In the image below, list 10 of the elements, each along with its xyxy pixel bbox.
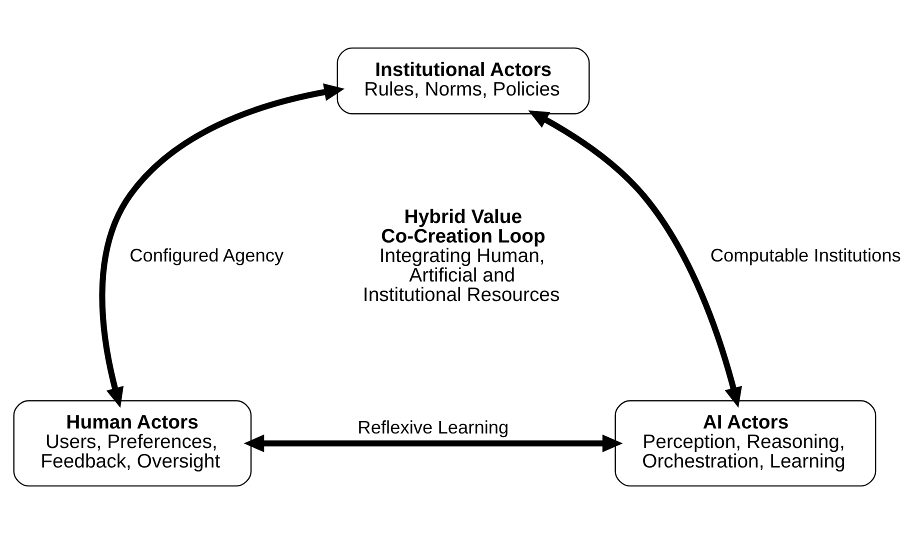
arrow (528, 110, 742, 408)
node-box: AI Actors Perception, Reasoning, Orchestration, Learning (614, 400, 876, 486)
edge-label: Computable Institutions (710, 244, 900, 266)
arrow (98, 82, 344, 408)
edge-label: Configured Agency (129, 244, 284, 266)
node-box: Institutional Actors Rules, Norms, Policies (336, 46, 590, 114)
arrow (243, 434, 622, 452)
label: Hybrid Value Co-Creation Loop (380, 205, 545, 247)
edge-label: Reflexive Learning (357, 416, 508, 438)
node-box: Human Actors Users, Preferences, Feedback, Oversight (12, 400, 252, 486)
